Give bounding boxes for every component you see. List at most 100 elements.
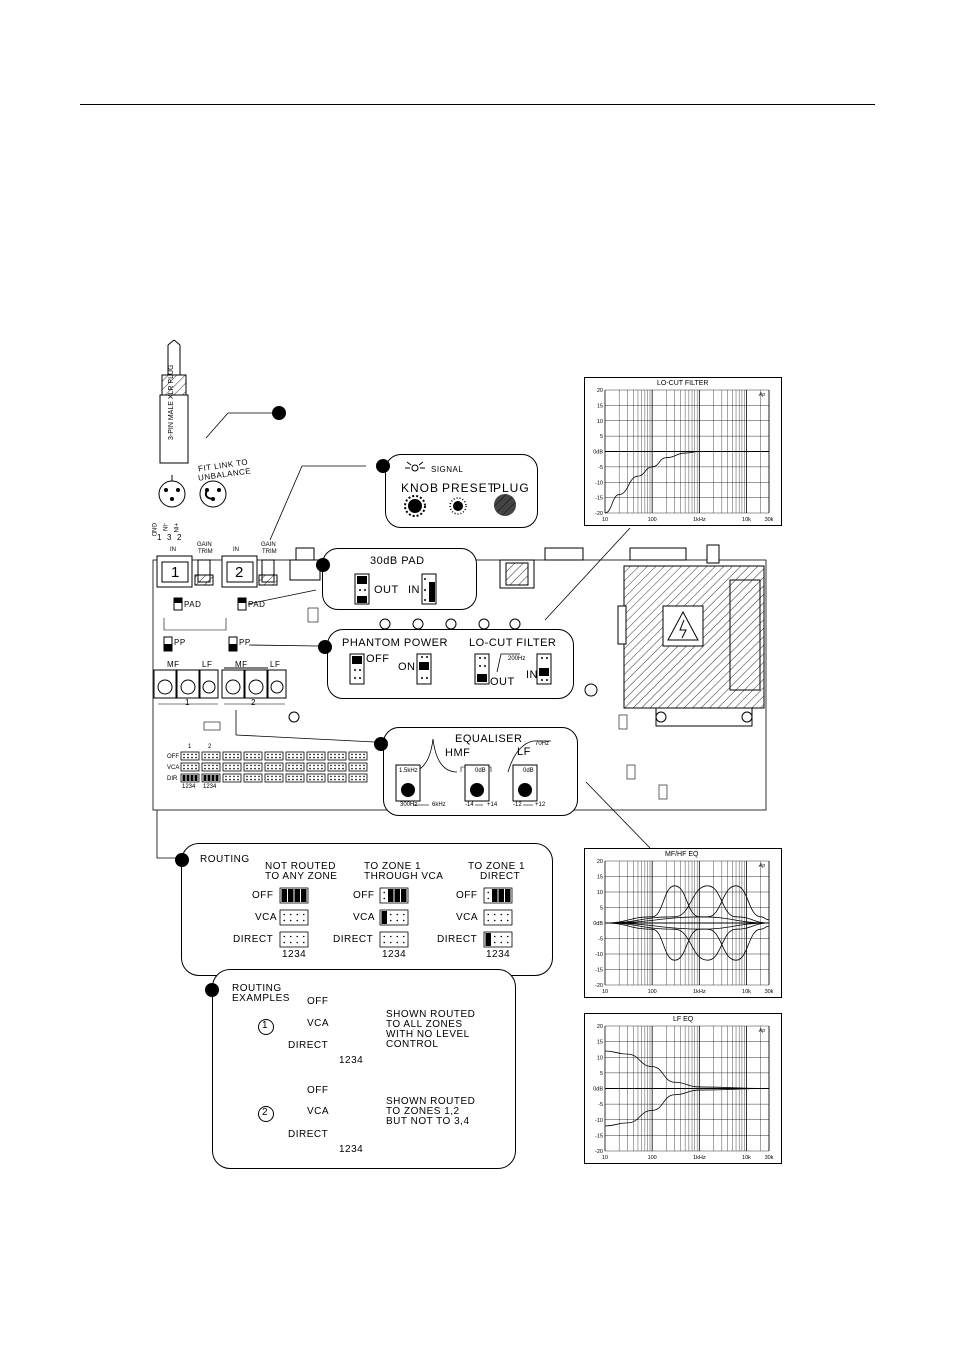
eq-knob3-left: -12 — [513, 802, 522, 808]
pp-label-1: PP — [174, 638, 186, 647]
ex1-number: 1 — [262, 1020, 269, 1031]
x-tick-label: 100 — [648, 1155, 657, 1161]
input-connector-2 — [221, 555, 258, 588]
x-tick-label: 30k — [765, 517, 774, 523]
preset-label: PRESET — [442, 481, 497, 495]
ex1-desc-3: WITH NO LEVEL — [386, 1029, 470, 1040]
ex1-nums: 1234 — [339, 1055, 364, 1066]
y-tick-label: 5 — [600, 906, 603, 912]
pad-jumper-1 — [173, 597, 183, 611]
x-tick-label: 30k — [765, 989, 774, 995]
ex2-off: OFF — [307, 1085, 329, 1096]
x-tick-label: 1kHz — [693, 517, 706, 523]
input-connector-1 — [156, 555, 193, 588]
dip-switch — [306, 762, 326, 772]
dip-switch — [201, 751, 221, 761]
pad-out-label: OUT — [374, 584, 399, 596]
knob-label: KNOB — [401, 481, 440, 495]
examples-title-2: EXAMPLES — [232, 993, 290, 1004]
x-tick-label: 100 — [648, 517, 657, 523]
callout-3 — [316, 558, 330, 572]
ex2-nums: 1234 — [339, 1144, 364, 1155]
dip-switch — [285, 773, 305, 783]
pad-label-1: PAD — [184, 600, 202, 609]
pp-jumper-2 — [228, 636, 238, 652]
ex1-desc-4: CONTROL — [386, 1039, 439, 1050]
routing-col3-l1: TO ZONE 1 — [468, 861, 526, 872]
channel-number-2: 2 — [235, 564, 244, 581]
ex1-direct: DIRECT — [288, 1040, 329, 1051]
gain-label-1: GAIN — [197, 542, 212, 548]
pin-number-2: 2 — [177, 533, 182, 542]
ex2-vca: VCA — [307, 1106, 330, 1117]
knob-group-2: 2 — [251, 698, 256, 707]
in-label-1: IN — [170, 547, 176, 553]
response-curve — [604, 922, 770, 961]
y-tick-label: 5 — [600, 1071, 603, 1077]
pad-panel-title: 30dB PAD — [370, 555, 425, 567]
callout-7 — [205, 983, 219, 997]
in-label-2: IN — [233, 547, 239, 553]
lf-label-2: LF — [270, 660, 281, 669]
unbalance-link-icon — [199, 480, 227, 508]
callout-6 — [175, 853, 189, 867]
eq-knob1-top: 1.5kHz — [399, 768, 418, 774]
pad-panel — [322, 548, 477, 610]
dip-switch — [306, 773, 326, 783]
locut-graph-title: LO-CUT FILTER — [657, 380, 709, 387]
x-tick-label: 10 — [602, 517, 608, 523]
routing-col1-l2: TO ANY ZONE — [265, 871, 338, 882]
routing-col2-l2: THROUGH VCA — [364, 871, 444, 882]
examples-panel — [212, 969, 516, 1169]
pad-jumpers — [354, 573, 437, 605]
y-tick-label: 20 — [597, 859, 603, 865]
routing-off-2: OFF — [353, 890, 375, 901]
dip-switch — [180, 773, 200, 783]
y-tick-label: -10 — [595, 952, 603, 958]
lf-label-1: LF — [202, 660, 213, 669]
channel-number-1: 1 — [171, 564, 180, 581]
examples-title-1: ROUTING — [232, 983, 282, 994]
response-curve — [604, 922, 770, 961]
routing-off-1: OFF — [252, 890, 274, 901]
eq-knob3-right: +12 — [535, 802, 546, 808]
response-curve — [604, 885, 770, 924]
eq-title: EQUALISER — [455, 733, 523, 745]
response-curve — [604, 922, 770, 961]
xlr-cable — [159, 339, 189, 464]
eq-knob1-right: 6kHz — [432, 802, 446, 808]
y-tick-label: -15 — [595, 1133, 603, 1139]
ex2-desc-1: SHOWN ROUTED — [386, 1096, 476, 1107]
dip-switch — [264, 762, 284, 772]
y-tick-label: -20 — [595, 1149, 603, 1155]
x-tick-label: 10k — [742, 517, 751, 523]
y-tick-label: 0dB — [593, 450, 603, 456]
board-col-1: 1 — [188, 744, 192, 750]
power-supply-block — [617, 565, 765, 727]
y-tick-label: 15 — [597, 403, 603, 409]
y-tick-label: 20 — [597, 388, 603, 394]
dip-switch — [222, 773, 242, 783]
dip-switch — [285, 751, 305, 761]
dip-switch — [222, 751, 242, 761]
y-tick-label: -5 — [598, 465, 603, 471]
unit-label: Ap — [758, 392, 765, 398]
dip-switch — [180, 751, 200, 761]
eq-knob2-left: -14 — [465, 802, 474, 808]
eq-lf-freq: 70Hz — [535, 741, 550, 747]
signal-led-icon — [405, 461, 425, 472]
trim-label-2: TRIM — [262, 549, 277, 555]
plug-label: PLUG — [493, 481, 530, 495]
locut-title: LO-CUT FILTER — [469, 637, 557, 649]
ex2-number: 2 — [262, 1107, 269, 1118]
y-tick-label: 20 — [597, 1024, 603, 1030]
x-tick-label: 10k — [742, 1155, 751, 1161]
y-tick-label: 10 — [597, 890, 603, 896]
x-tick-label: 10 — [602, 989, 608, 995]
plug-icon — [494, 494, 516, 516]
pp-label-2: PP — [239, 638, 251, 647]
y-tick-label: -5 — [598, 1102, 603, 1108]
ex2-badge — [258, 1106, 274, 1122]
ex1-desc-1: SHOWN ROUTED — [386, 1009, 476, 1020]
